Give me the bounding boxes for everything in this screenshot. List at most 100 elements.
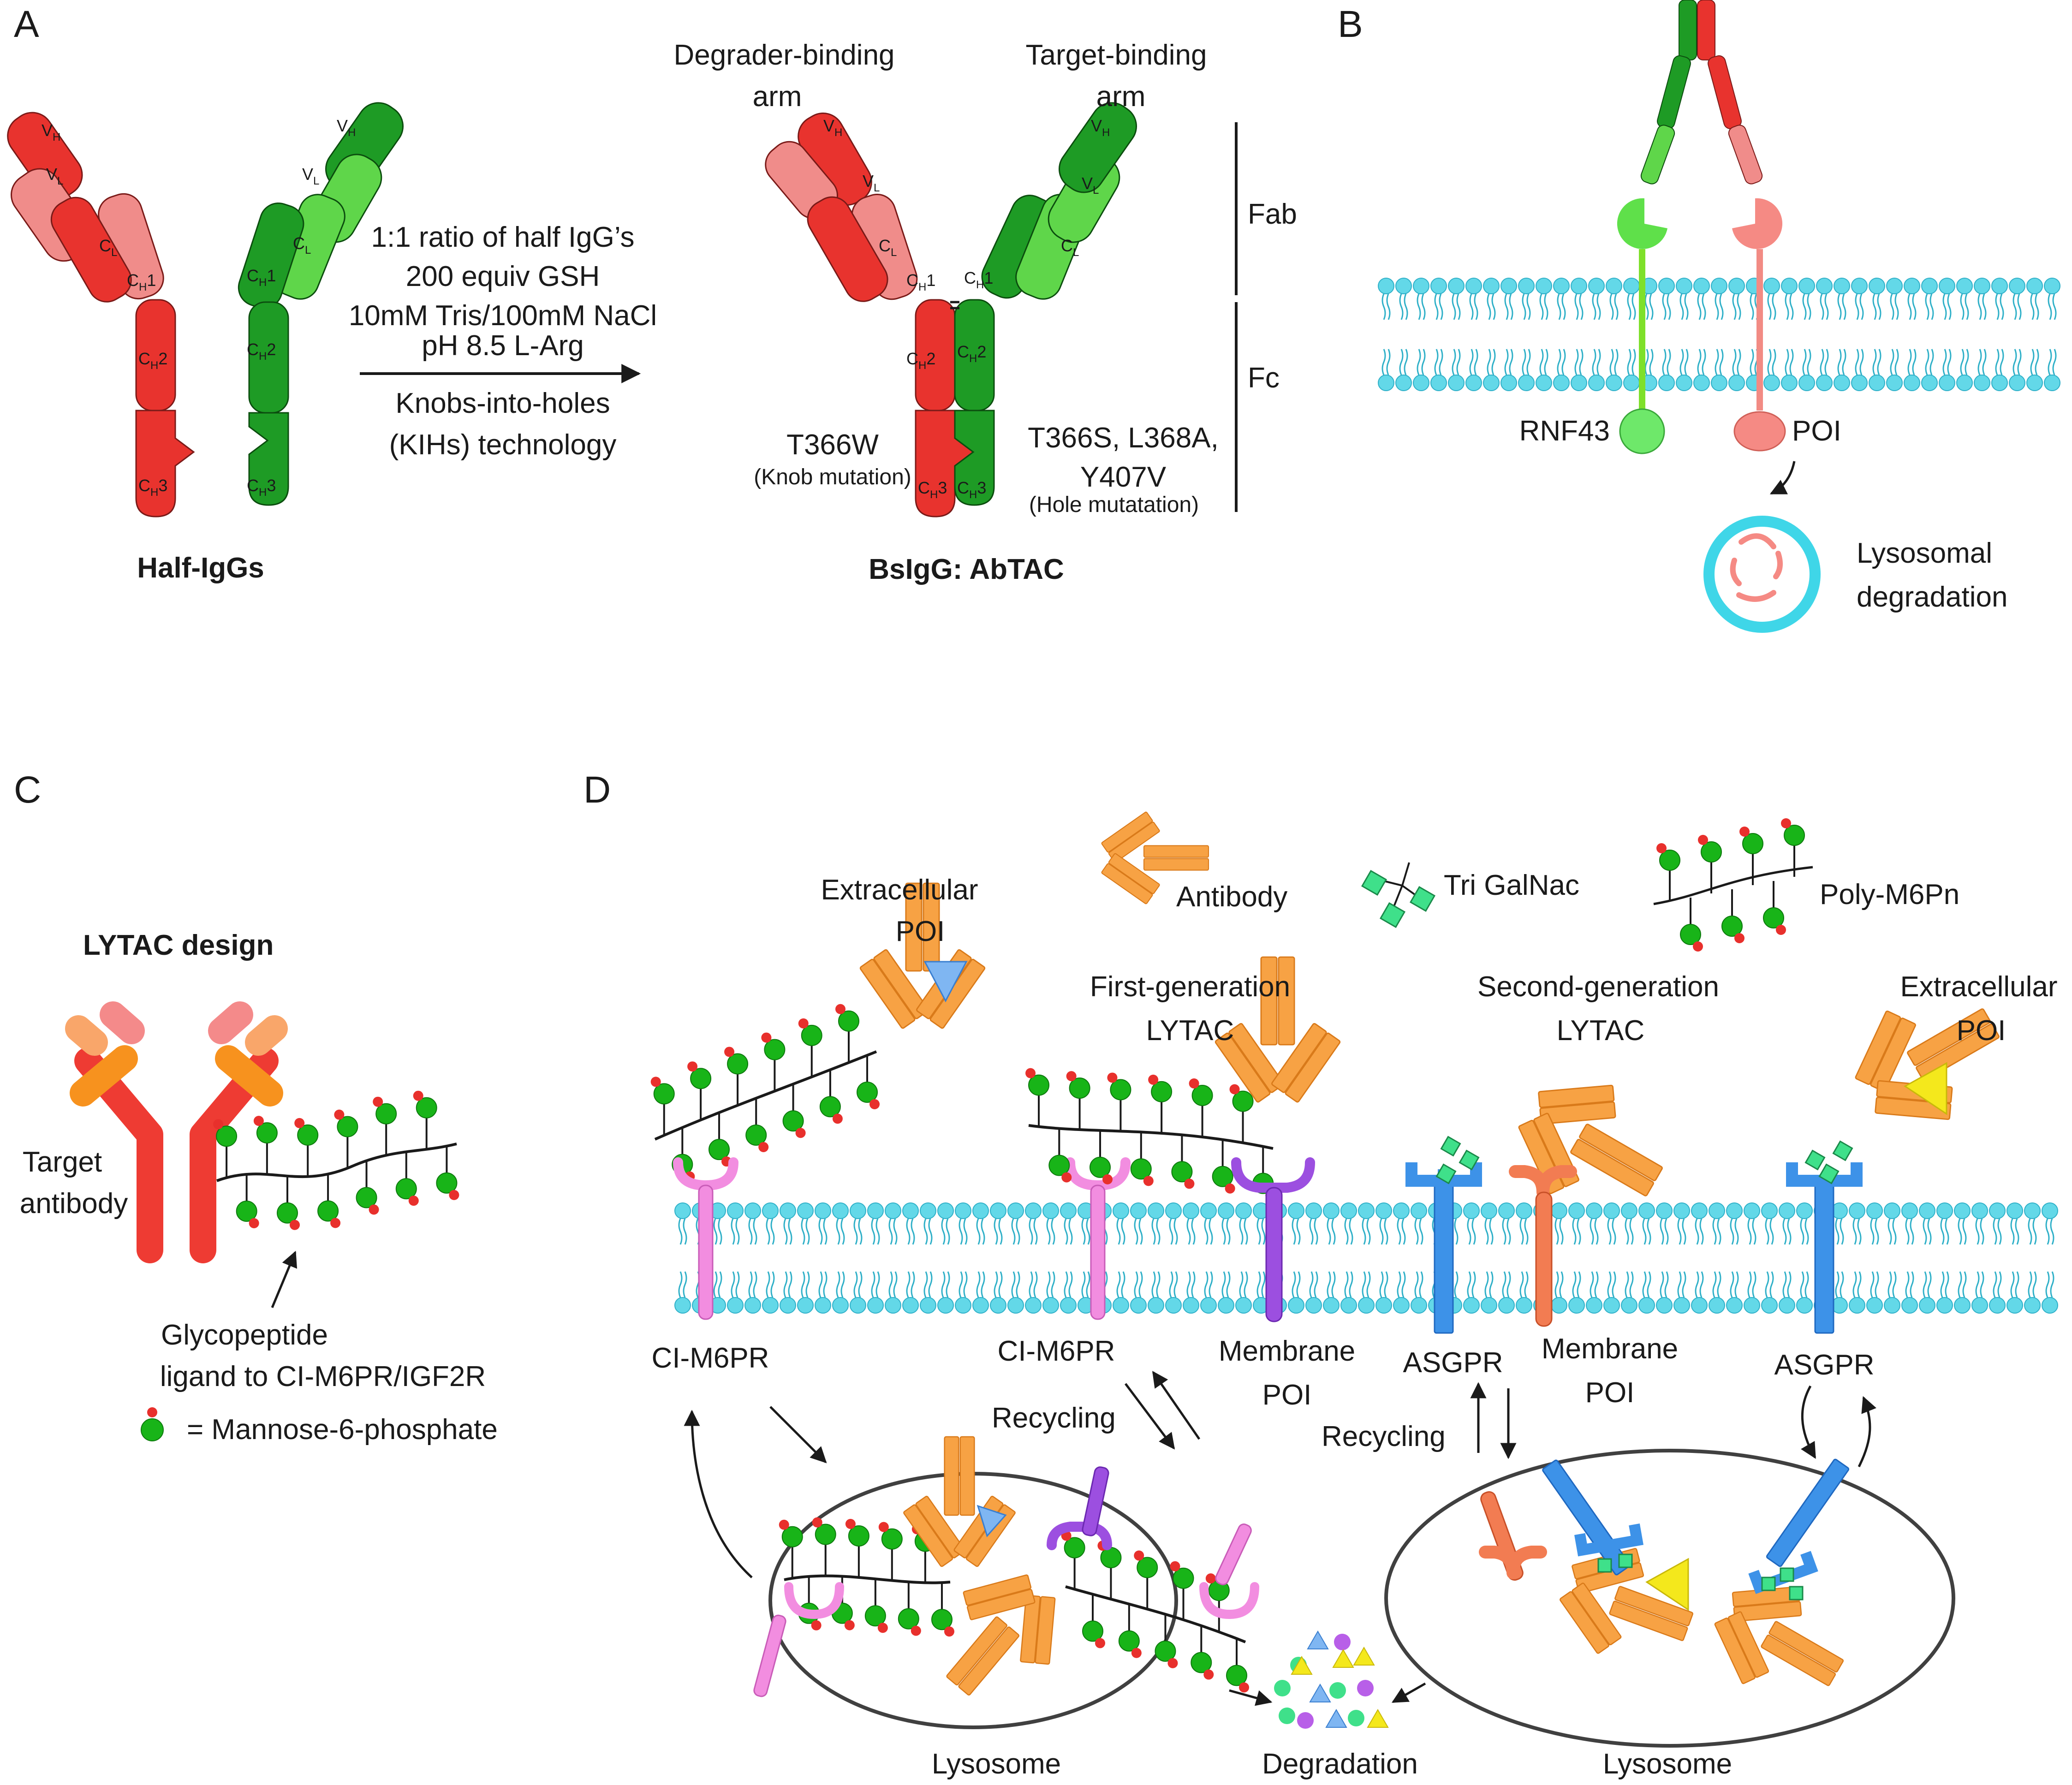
lipid — [1728, 348, 1745, 392]
lipid — [1868, 277, 1886, 321]
lytac-antibody — [65, 1001, 288, 1263]
poi-triangle-blue — [923, 961, 968, 1003]
svg-text:VH: VH — [1091, 116, 1110, 139]
lipid — [1568, 1271, 1585, 1314]
lipid — [1658, 348, 1675, 392]
fc-label: Fc — [1248, 362, 1280, 394]
lipid — [1235, 1271, 1252, 1314]
svg-text:arm: arm — [1096, 81, 1146, 113]
lipid — [1851, 348, 1868, 392]
mannose-6-phosphate — [333, 1108, 359, 1169]
lipid — [797, 1202, 814, 1245]
lipid — [2006, 1202, 2024, 1245]
lipid — [1638, 1202, 1655, 1245]
lipid — [1693, 277, 1710, 321]
lipid — [1921, 277, 1938, 321]
svg-text:POI: POI — [896, 916, 945, 947]
svg-text:ligand to CI-M6PR/IGF2R: ligand to CI-M6PR/IGF2R — [160, 1361, 486, 1392]
membrane-d — [674, 1202, 2059, 1314]
panel-b: B RNF43 POI Lysosomal degradation — [1338, 0, 2061, 633]
lipid — [1903, 348, 1921, 392]
lipid — [1287, 1202, 1305, 1245]
mannose-6-phosphate — [864, 1578, 889, 1634]
svg-text:VL: VL — [1082, 174, 1099, 196]
mannose-6-phosphate — [1130, 1131, 1155, 1187]
lipid — [989, 1202, 1007, 1245]
svg-text:LYTAC: LYTAC — [1146, 1015, 1234, 1047]
lipid — [1623, 277, 1640, 321]
svg-text:Y407V: Y407V — [1080, 461, 1167, 493]
lipid — [1060, 1202, 1077, 1245]
lipid — [1726, 1271, 1743, 1314]
lipid — [744, 1202, 762, 1245]
lipid — [1568, 1202, 1585, 1245]
poi-label: POI — [1792, 415, 1841, 447]
lipid — [1886, 348, 1903, 392]
lipid — [1851, 277, 1868, 321]
lipid — [1553, 277, 1570, 321]
svg-text:(KIHs) technology: (KIHs) technology — [389, 429, 617, 461]
lipid — [1480, 1271, 1498, 1314]
svg-text:POI: POI — [1585, 1377, 1635, 1409]
lipid — [1395, 348, 1412, 392]
mannose-6-phosphate — [856, 1054, 881, 1110]
lipid — [1535, 348, 1553, 392]
lipid — [1973, 277, 1991, 321]
lipid — [762, 1202, 779, 1245]
lipid — [1322, 1202, 1340, 1245]
lipid — [1761, 1202, 1778, 1245]
mannose-6-phosphate — [708, 1112, 733, 1168]
lipid — [1287, 1271, 1305, 1314]
lipid — [1603, 1271, 1620, 1314]
svg-text:CH1: CH1 — [906, 271, 935, 293]
lipid — [1147, 1202, 1165, 1245]
lipid — [1042, 1271, 1060, 1314]
lipid — [1936, 1202, 1953, 1245]
lipid — [2041, 1271, 2059, 1314]
lipid — [1833, 277, 1851, 321]
panel-d-letter: D — [583, 769, 611, 811]
mannose-6-phosphate — [276, 1175, 301, 1231]
lipid — [2008, 277, 2026, 321]
lipid — [1007, 1271, 1024, 1314]
mannose-6-phosphate — [1228, 1083, 1254, 1144]
lipid — [1903, 277, 1921, 321]
lipid — [1848, 1271, 1866, 1314]
lipid — [1500, 277, 1518, 321]
lipid — [726, 1271, 744, 1314]
recycling-label-2: Recycling — [1322, 1421, 1446, 1452]
lipid — [1938, 348, 1956, 392]
recycling-label-1: Recycling — [992, 1402, 1116, 1434]
lipid — [1991, 348, 2008, 392]
lipid — [1498, 1202, 1515, 1245]
extracellular-poi-right-label: Extracellular — [1900, 971, 2057, 1003]
lipid — [1060, 1271, 1077, 1314]
lipid — [1130, 1271, 1147, 1314]
lysosomal-label: Lysosomal — [1857, 537, 1992, 569]
lytac-design-title: LYTAC design — [83, 929, 274, 961]
lipid — [1430, 277, 1447, 321]
mannose-6-phosphate — [834, 1003, 860, 1064]
lysosome-right-contents — [1479, 1458, 1865, 1723]
lipid — [1585, 1271, 1603, 1314]
ch1-domain-red — [50, 196, 132, 303]
lipid — [972, 1202, 989, 1245]
hole-note: (Hole mutatation) — [1029, 493, 1199, 517]
membrane-b — [1377, 277, 2061, 392]
lipid — [1991, 277, 2008, 321]
lipid — [674, 1202, 691, 1245]
asgpr-label-2: ASGPR — [1774, 1349, 1874, 1381]
mannose-6-phosphate — [1190, 1624, 1215, 1681]
lipid — [1655, 1202, 1673, 1245]
mannose-6-phosphate — [686, 1060, 712, 1121]
lipid — [884, 1271, 902, 1314]
mannose-6-phosphate — [252, 1115, 278, 1176]
mannose-6-phosphate — [1133, 1549, 1159, 1610]
lipid — [1708, 1271, 1726, 1314]
lipid — [1763, 348, 1780, 392]
vh-domain-red — [7, 112, 83, 199]
lipid — [1675, 348, 1693, 392]
lipid — [1728, 277, 1745, 321]
mannose-6-phosphate — [1065, 1070, 1091, 1131]
svg-text:CH2: CH2 — [957, 342, 986, 365]
